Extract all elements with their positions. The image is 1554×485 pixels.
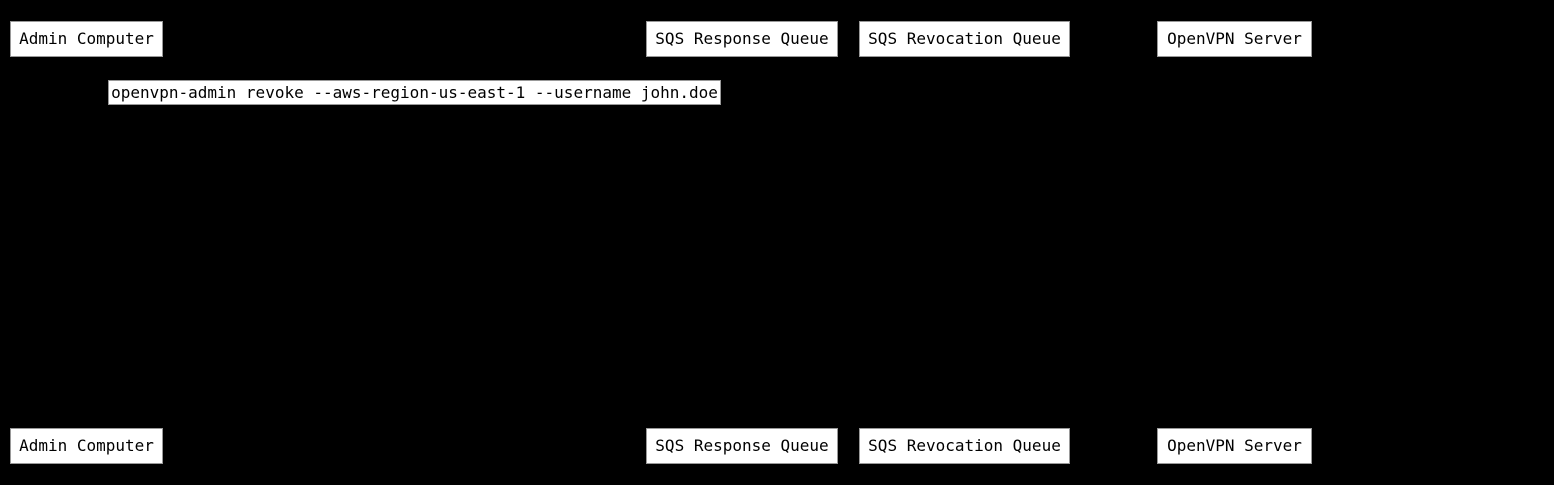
actor-box-openvpn-server-bottom: OpenVPN Server (1157, 428, 1312, 464)
actor-box-admin-computer-top: Admin Computer (10, 21, 163, 57)
actor-box-sqs-revocation-queue-top: SQS Revocation Queue (859, 21, 1070, 57)
message-label-revoke-command: openvpn-admin revoke --aws-region-us-eas… (108, 80, 721, 105)
actor-box-sqs-revocation-queue-bottom: SQS Revocation Queue (859, 428, 1070, 464)
actor-box-openvpn-server-top: OpenVPN Server (1157, 21, 1312, 57)
actor-box-admin-computer-bottom: Admin Computer (10, 428, 163, 464)
actor-box-sqs-response-queue-bottom: SQS Response Queue (646, 428, 838, 464)
actor-box-sqs-response-queue-top: SQS Response Queue (646, 21, 838, 57)
